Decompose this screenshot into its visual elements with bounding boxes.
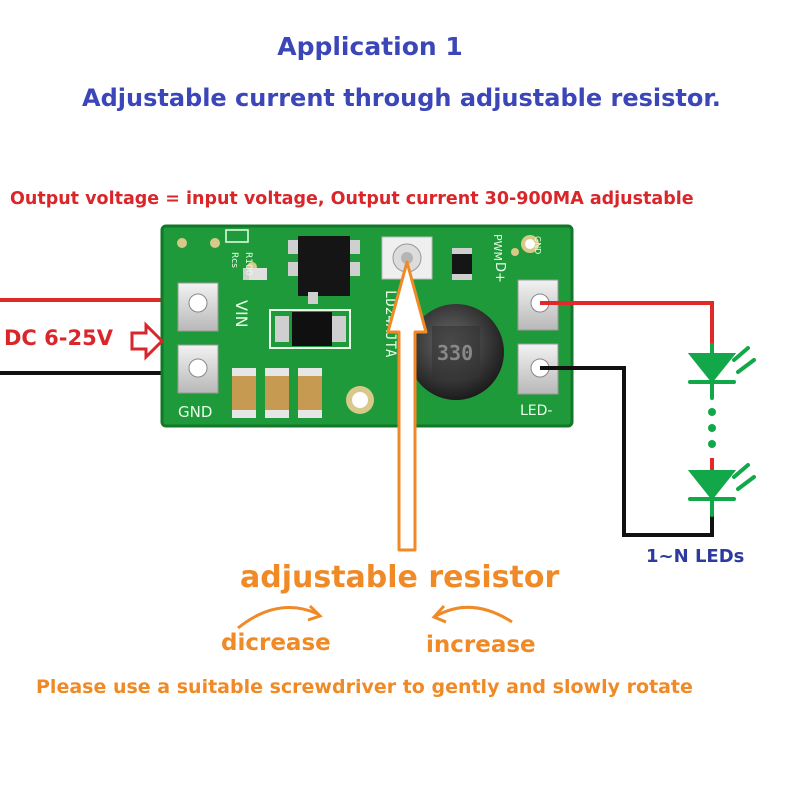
increase-label: increase — [426, 632, 536, 658]
svg-text:330: 330 — [437, 341, 473, 365]
svg-text:Rcs: Rcs — [229, 252, 239, 268]
decrease-label: dicrease — [221, 630, 331, 656]
vin-pad — [177, 282, 219, 332]
pcb-module — [160, 224, 574, 428]
led-minus-label: LED- — [520, 403, 552, 419]
output-ground-wire — [540, 366, 714, 537]
led-count-label: 1~N LEDs — [646, 546, 745, 567]
capacitor-1 — [232, 368, 256, 418]
vin-label: VIN — [232, 300, 251, 328]
led-chain-dots — [708, 408, 716, 448]
application-subtitle: Adjustable current through adjustable re… — [82, 84, 721, 112]
sense-resistor: R100 Rcs — [229, 252, 267, 280]
decrease-rotate-arrow-icon — [237, 606, 319, 630]
svg-text:R100: R100 — [243, 252, 253, 276]
transistor-chip — [288, 236, 360, 304]
capacitor-3 — [298, 368, 322, 418]
gnd-pad — [177, 344, 219, 394]
potentiometer-pointer-arrow — [386, 260, 428, 552]
pwm-label: PWM — [491, 234, 504, 261]
inductor: 330 — [408, 304, 504, 400]
screwdriver-note: Please use a suitable screwdriver to gen… — [36, 676, 693, 698]
input-arrow-icon — [130, 321, 165, 361]
output-info-text: Output voltage = input voltage, Output c… — [10, 189, 694, 209]
increase-rotate-arrow-icon — [435, 605, 513, 624]
dplus-label: D+ — [492, 262, 507, 283]
led-n — [687, 463, 756, 517]
capacitor-2 — [265, 368, 289, 418]
application-title: Application 1 — [277, 32, 463, 61]
small-resistor — [452, 248, 472, 280]
input-voltage-label: DC 6-25V — [4, 326, 113, 350]
diode — [269, 309, 351, 349]
output-positive-wire — [540, 301, 714, 345]
adjustable-resistor-label: adjustable resistor — [240, 560, 560, 595]
gnd-small-label: GND — [533, 236, 542, 254]
led-1 — [687, 343, 756, 400]
gnd-label: GND — [178, 403, 212, 421]
